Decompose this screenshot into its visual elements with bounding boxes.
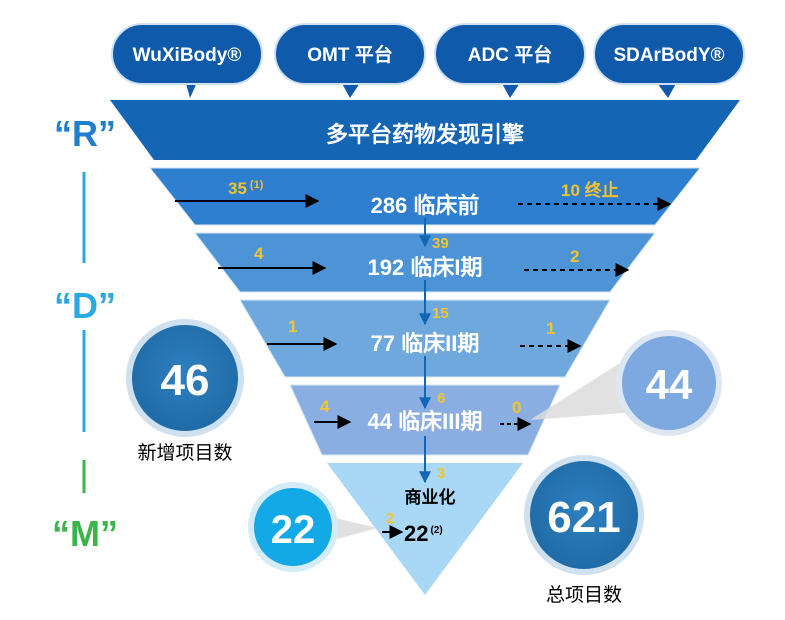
engine-label: 多平台药物发现引擎 <box>326 122 524 147</box>
inflow-count: 2 <box>386 510 394 527</box>
bubble-caption: 新增项目数 <box>137 442 232 464</box>
inflow-count: 35(1) <box>228 179 264 198</box>
outflow-count: 1 <box>546 319 555 338</box>
funnel-band-phase2 <box>239 299 611 378</box>
transfer-count: 3 <box>437 465 445 482</box>
transfer-count: 6 <box>437 390 445 407</box>
platform-label: OMT 平台 <box>307 43 393 66</box>
callout-beam <box>530 358 636 420</box>
stage-label-commercial: 商业化 <box>405 487 456 507</box>
outflow-count: 10 终止 <box>561 180 619 200</box>
bubble-value: 621 <box>547 493 620 542</box>
outflow-count: 0 <box>512 398 521 417</box>
stage-marker-m: “M” <box>52 513 118 554</box>
transfer-count: 39 <box>432 235 449 252</box>
bubble-new-projects: 46 新增项目数 <box>126 319 244 464</box>
stage-label-phase3: 44 临床III期 <box>368 409 483 434</box>
platform-bubble-adc: ADC 平台 <box>434 23 586 98</box>
bubble-value: 46 <box>161 356 210 405</box>
bubble-value: 22 <box>271 508 316 552</box>
platform-label: SDArBodY® <box>613 45 724 66</box>
funnel-band-preclinical <box>148 167 702 226</box>
inflow-count: 4 <box>320 397 330 416</box>
platform-label: WuXiBody® <box>133 45 242 66</box>
outflow-count: 2 <box>570 247 579 266</box>
stage-label-phase1: 192 临床I期 <box>368 255 483 280</box>
bubble-phase3-total: 44 <box>616 330 722 436</box>
bubble-caption: 总项目数 <box>546 584 622 606</box>
stage-label-phase2: 77 临床II期 <box>371 331 480 356</box>
funnel-band-phase1 <box>193 232 657 293</box>
inflow-count: 1 <box>288 317 297 336</box>
transfer-count: 15 <box>432 305 449 322</box>
engine-band <box>110 100 740 160</box>
bubble-total-projects: 621 总项目数 <box>524 455 644 606</box>
platform-bubble-omt: OMT 平台 <box>274 23 426 98</box>
commercial-count: 22(2) <box>404 521 443 546</box>
funnel-band-phase3 <box>289 384 561 456</box>
platform-bubble-wuxibody: WuXiBody® <box>111 23 263 98</box>
platform-label: ADC 平台 <box>468 43 552 66</box>
bubble-value: 44 <box>646 361 693 408</box>
funnel-band-commercial <box>327 463 523 595</box>
inflow-count: 4 <box>254 244 264 263</box>
stage-marker-d: “D” <box>54 285 116 326</box>
stage-label-preclinical: 286 临床前 <box>371 193 480 218</box>
bubble-commercial-total: 22 <box>248 482 338 572</box>
stage-marker-r: “R” <box>54 113 116 154</box>
platform-bubble-sdarbody: SDArBodY® <box>593 23 745 98</box>
